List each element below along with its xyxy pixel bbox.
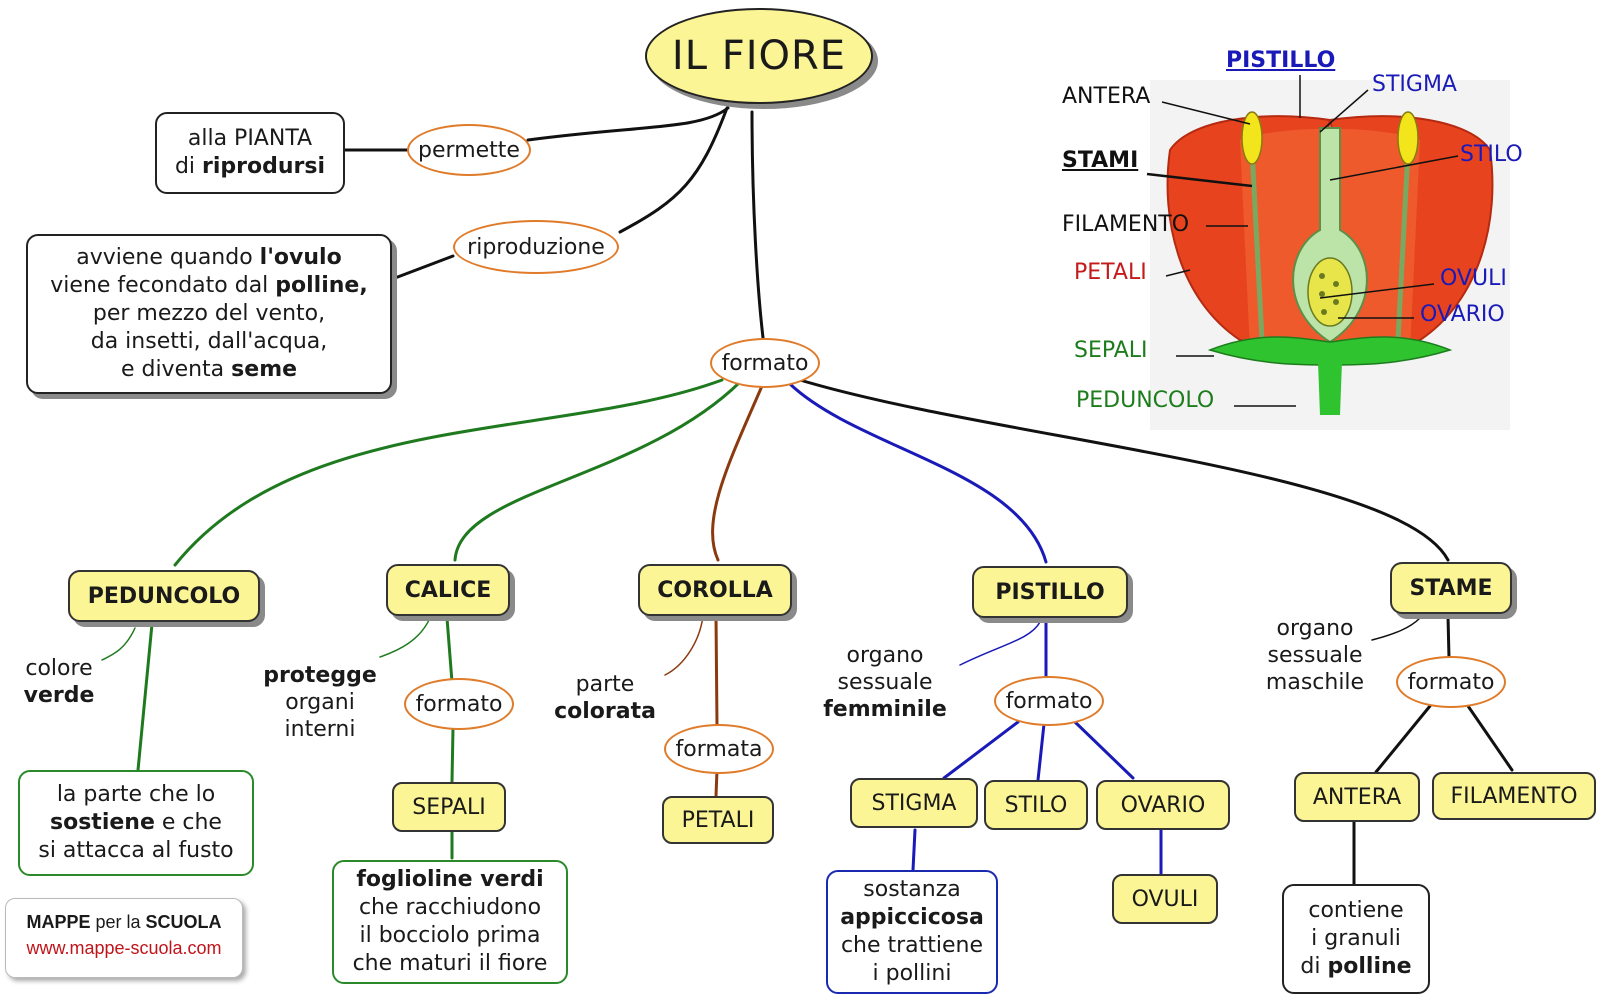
subnode-sepali: SEPALI [392, 782, 506, 832]
flower-label-pistillo: PISTILLO [1226, 48, 1336, 73]
subnode-petali: PETALI [662, 796, 774, 844]
subnode-filamento: FILAMENTO [1432, 772, 1596, 820]
connector-formata-corolla: formata [664, 724, 774, 774]
credit-url[interactable]: www.mappe-scuola.com [26, 938, 222, 958]
pianta-line2: di riprodursi [174, 154, 326, 179]
node-peduncolo: PEDUNCOLO [68, 570, 260, 622]
riproduzione-box: avviene quando l'ovulo viene fecondato d… [26, 234, 392, 394]
connector-formato-stame: formato [1396, 656, 1506, 708]
credit-title: MAPPE per la SCUOLA [26, 912, 222, 932]
node-stame: STAME [1390, 562, 1512, 614]
flower-label-peduncolo: PEDUNCOLO [1076, 388, 1215, 413]
connector-riproduzione: riproduzione [453, 220, 619, 274]
antera-box: contiene i granuli di polline [1282, 884, 1430, 994]
connector-formato-calice: formato [404, 678, 514, 730]
node-calice: CALICE [386, 564, 510, 616]
peduncolo-box: la parte che lo sostiene e che si attacc… [18, 770, 254, 876]
node-pistillo: PISTILLO [972, 566, 1128, 618]
sepali-box: foglioline verdi che racchiudono il bocc… [332, 860, 568, 984]
sepals [1207, 336, 1453, 366]
connector-formato-pistillo: formato [994, 676, 1104, 726]
flower-label-filamento: FILAMENTO [1062, 212, 1190, 237]
main-title: IL FIORE [645, 8, 873, 104]
riproduzione-line2: viene fecondato dal polline, [50, 273, 368, 298]
riproduzione-line5: e diventa seme [120, 357, 298, 382]
credit-box: MAPPE per la SCUOLA www.mappe-scuola.com [5, 898, 243, 978]
node-corolla: COROLLA [638, 564, 792, 616]
flower-label-ovuli: OVULI [1440, 266, 1507, 291]
riproduzione-line3: per mezzo del vento, [92, 301, 326, 326]
riproduzione-line1: avviene quando l'ovulo [76, 245, 342, 270]
subnode-stilo: STILO [984, 780, 1088, 830]
riproduzione-line4: da insetti, dall'acqua, [90, 329, 328, 354]
connector-permette: permette [407, 124, 531, 176]
subnode-stigma: STIGMA [850, 778, 978, 828]
stigma-box: sostanza appiccicosa che trattiene i pol… [826, 870, 998, 994]
connector-formato-main: formato [710, 338, 820, 388]
flower-label-petali: PETALI [1074, 260, 1147, 285]
subnode-ovario: OVARIO [1096, 780, 1230, 830]
subnode-antera: ANTERA [1294, 772, 1420, 822]
pianta-line1: alla PIANTA [187, 126, 313, 151]
flower-label-stami: STAMI [1062, 148, 1139, 173]
peduncle [1318, 362, 1342, 415]
flower-label-antera: ANTERA [1062, 84, 1151, 109]
flower-label-stilo: STILO [1460, 142, 1523, 167]
flower-label-ovario: OVARIO [1420, 302, 1505, 327]
flower-label-stigma: STIGMA [1372, 72, 1457, 97]
pianta-box: alla PIANTA di riprodursi [155, 112, 345, 194]
flower-label-sepali: SEPALI [1074, 338, 1148, 363]
subnode-ovuli: OVULI [1112, 874, 1218, 924]
